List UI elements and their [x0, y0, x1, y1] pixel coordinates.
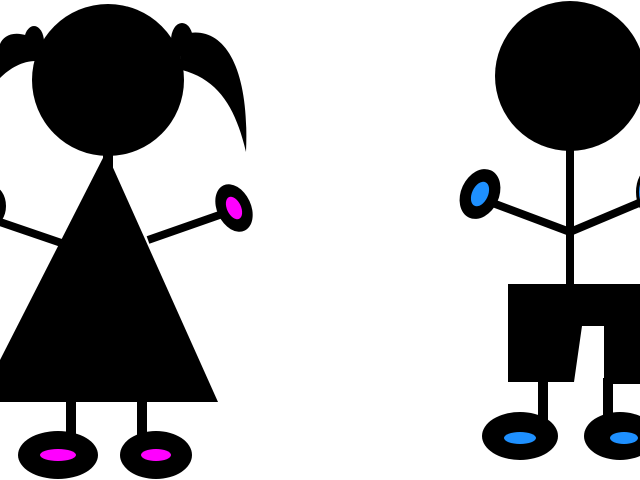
- girl-neck: [103, 140, 113, 170]
- girl-right-pigtail: [178, 32, 247, 152]
- stick-figure-boy-icon: [459, 1, 640, 460]
- stick-figure-girl-icon: [0, 4, 253, 479]
- girl-left-hand: [0, 189, 6, 223]
- boy-right-arm: [568, 198, 640, 236]
- girl-dress: [0, 152, 218, 402]
- girl-head: [32, 4, 184, 156]
- boy-left-leg: [538, 378, 548, 428]
- boy-right-foot-accent: [610, 432, 638, 444]
- girl-right-foot-accent: [141, 449, 171, 461]
- girl-right-leg: [137, 398, 147, 444]
- girl-right-hand-accent: [225, 196, 243, 220]
- boy-left-hand-accent: [470, 181, 490, 207]
- girl-left-leg: [66, 398, 76, 444]
- girl-right-arm: [146, 208, 230, 244]
- girl-left-foot-accent: [40, 449, 76, 461]
- boy-shorts: [508, 284, 640, 384]
- boy-right-hand: [636, 175, 640, 209]
- boy-right-leg: [603, 378, 613, 428]
- boy-left-hand: [459, 169, 501, 219]
- boy-left-arm: [488, 198, 572, 236]
- boy-head: [495, 1, 640, 151]
- boy-left-foot-accent: [504, 432, 536, 444]
- boy-body: [566, 140, 574, 290]
- girl-right-hand: [215, 184, 253, 232]
